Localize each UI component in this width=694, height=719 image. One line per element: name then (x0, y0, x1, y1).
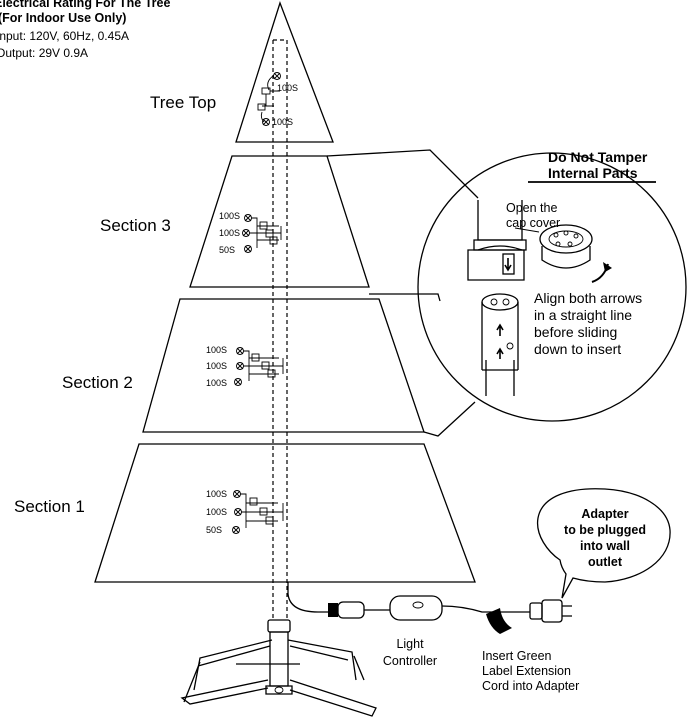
adapter-speech-bubble: Adapter to be plugged into wall outlet (536, 488, 671, 599)
controller-text-2: Controller (383, 654, 437, 668)
section-2-bulb-cluster: 100S 100S 100S (206, 345, 284, 388)
align-text-2: in a straight line (534, 307, 632, 323)
controller-text-1: Light (396, 637, 424, 651)
align-text-1: Align both arrows (534, 290, 642, 306)
center-pole (272, 39, 288, 620)
section-3-bulb-cluster: 100S 100S 50S (219, 211, 282, 255)
lower-pole-connector-drawing (481, 293, 519, 396)
do-not-tamper-warning: Do Not Tamper Internal Parts (528, 149, 656, 183)
cord-plug-1 (328, 603, 338, 617)
wall-adapter (541, 599, 563, 623)
tree-stand (180, 619, 377, 717)
section-2-label: Section 2 (62, 373, 133, 392)
rating-output: Output: 29V 0.9A (0, 46, 88, 60)
section-3-bulb-label-3: 50S (219, 245, 235, 255)
section-2-panel (142, 298, 425, 433)
tree-top-section (235, 1, 334, 143)
warning-title-2: Internal Parts (548, 165, 638, 181)
section-3-panel (189, 155, 370, 288)
open-cap-text-1: Open the (506, 201, 557, 215)
green-label-tag (486, 608, 512, 634)
tree-top-bulb-label-2: 100S (272, 117, 293, 127)
power-cord-wiring (287, 582, 572, 634)
extension-text-1: Insert Green (482, 649, 552, 663)
adapter-text-4: outlet (588, 555, 623, 569)
section-2-bulb-label-2: 100S (206, 361, 227, 371)
rating-title: Electrical Rating For The Tree (0, 0, 170, 10)
section-1-panel (94, 443, 476, 583)
electrical-rating: Electrical Rating For The Tree (For Indo… (0, 0, 170, 60)
down-arrow-icon (504, 258, 512, 272)
section-3-label: Section 3 (100, 216, 171, 235)
section-2-bulb-label-1: 100S (206, 345, 227, 355)
tree-top-label: Tree Top (150, 93, 216, 112)
section-2-bulb-label-3: 100S (206, 378, 227, 388)
rating-indoor-note: (For Indoor Use Only) (0, 11, 126, 25)
tree-top-bulb-cluster: 100S 100S (257, 72, 298, 127)
rating-input: Input: 120V, 60Hz, 0.45A (0, 29, 129, 43)
warning-title-1: Do Not Tamper (548, 149, 648, 165)
section-3-bulb-label-1: 100S (219, 211, 240, 221)
section-1-bulb-label-1: 100S (206, 489, 227, 499)
section-1-bulb-label-3: 50S (206, 525, 222, 535)
extension-text-2: Label Extension (482, 664, 571, 678)
align-text-3: before sliding (534, 324, 617, 340)
section-3-bulb-label-2: 100S (219, 228, 240, 238)
callout-leader-lines (326, 149, 479, 437)
tree-top-bulb-label-1: 100S (277, 83, 298, 93)
section-1-label: Section 1 (14, 497, 85, 516)
open-cap-text-2: cap cover (506, 216, 560, 230)
adapter-text-3: into wall (580, 539, 630, 553)
connector-detail-callout: Open the cap cover Align both arrows in … (417, 152, 687, 422)
upper-pole-connector-drawing (467, 200, 612, 283)
up-arrow-icon (496, 323, 504, 336)
align-text-4: down to insert (534, 341, 621, 357)
section-1-bulb-cluster: 100S 100S 50S (206, 489, 284, 535)
extension-text-3: Cord into Adapter (482, 679, 579, 693)
section-1-bulb-label-2: 100S (206, 507, 227, 517)
up-arrow-icon-2 (496, 347, 504, 359)
adapter-text-1: Adapter (581, 507, 628, 521)
adapter-text-2: to be plugged (564, 523, 646, 537)
light-controller-box (389, 595, 443, 621)
